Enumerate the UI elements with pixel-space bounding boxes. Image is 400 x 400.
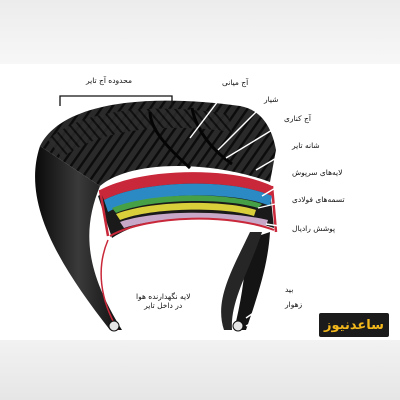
logo-text: ساعدنیوز bbox=[324, 317, 384, 333]
tread-blocks bbox=[48, 108, 232, 158]
label-shoulder: شانه تایر bbox=[292, 141, 320, 150]
center-groove-2 bbox=[190, 107, 233, 166]
label-radial-ply: پوشش رادیال bbox=[292, 224, 336, 233]
label-cushion-layers: لایه‌های سرپوش bbox=[292, 168, 343, 177]
top-band bbox=[0, 0, 400, 64]
steel-belt-layer bbox=[116, 202, 256, 220]
label-tread-area: محدوده آج تایر bbox=[86, 76, 132, 85]
right-sidewall-inner bbox=[221, 232, 262, 330]
label-inner-liner: لایه نگهدارنده هوا در داخل تایر bbox=[136, 292, 191, 310]
red-edge-left bbox=[98, 189, 110, 237]
label-bead-filler: زهوار bbox=[285, 300, 303, 309]
red-edge-right bbox=[270, 185, 278, 233]
label-steel-belts: تسمه‌های فولادی bbox=[292, 195, 345, 204]
center-groove bbox=[148, 111, 192, 170]
left-sidewall bbox=[35, 146, 122, 330]
cushion-layer bbox=[104, 183, 272, 212]
leader-lines bbox=[179, 87, 293, 327]
right-sidewall bbox=[234, 232, 270, 330]
radial-ply-layer bbox=[120, 212, 268, 228]
label-groove: شیار bbox=[264, 95, 279, 104]
saednews-logo: ساعدنیوز bbox=[319, 313, 389, 337]
label-edge-tread: آج کناری bbox=[284, 114, 311, 123]
left-bead bbox=[108, 320, 120, 332]
cap-ply-layer bbox=[100, 172, 272, 200]
label-center-tread: آج میانی bbox=[222, 78, 249, 87]
inner-red-line bbox=[109, 217, 275, 237]
tire-cross-section-diagram bbox=[35, 87, 293, 332]
label-bead: بید bbox=[285, 285, 294, 294]
bottom-band bbox=[0, 340, 400, 400]
tread-area-bracket bbox=[59, 95, 173, 106]
right-bead bbox=[232, 320, 244, 332]
green-layer bbox=[112, 195, 262, 213]
